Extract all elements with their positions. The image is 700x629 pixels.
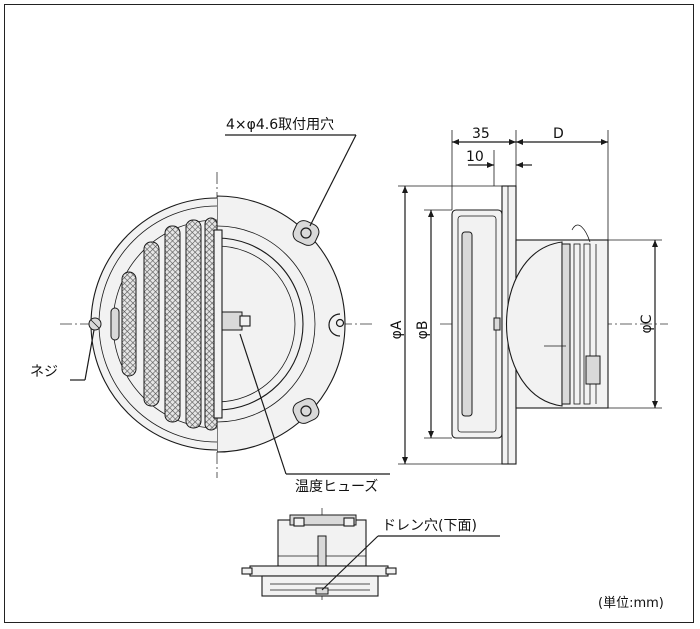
dim-phi-b: φB [415, 321, 431, 340]
label-screw: ネジ [30, 364, 58, 380]
mounting-hole [292, 220, 320, 246]
damper-dome [505, 241, 563, 407]
label-thermal-fuse: 温度ヒューズ [295, 479, 378, 495]
dim-phi-c: φC [639, 314, 655, 333]
dim-d: D [553, 126, 564, 142]
bottom-louver [261, 575, 379, 597]
unit-note: (単位:mm) [598, 595, 664, 611]
front-view [60, 172, 372, 478]
leaders-front [70, 134, 390, 475]
leader-drain [321, 535, 379, 591]
label-mount-holes: 4×φ4.6取付用穴 [226, 117, 334, 133]
mounting-hole [292, 398, 320, 424]
flange-half [217, 195, 346, 453]
bottom-flange [249, 565, 389, 577]
damper-plate [217, 237, 304, 411]
drain-hole-icon [315, 587, 329, 595]
dim-10: 10 [466, 149, 484, 165]
dim-phi-a: φA [389, 320, 405, 339]
bottom-view [241, 508, 397, 600]
dim-35: 35 [472, 126, 490, 142]
side-dimensions [398, 130, 662, 465]
grille-half [88, 197, 217, 451]
label-drain-hole: ドレン穴(下面) [382, 518, 477, 534]
louver-slat [164, 225, 181, 423]
louver-slat [185, 219, 202, 429]
side-view [440, 185, 668, 465]
thermal-fuse-bracket [219, 311, 243, 331]
louver-slat [143, 241, 160, 407]
louver-slat [121, 271, 137, 377]
